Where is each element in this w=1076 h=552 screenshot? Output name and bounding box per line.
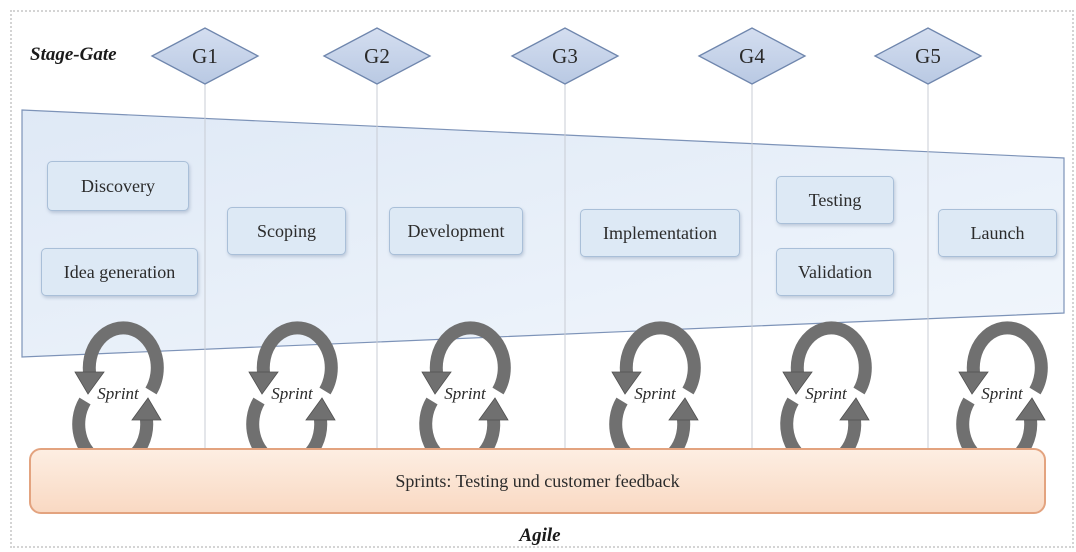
sprint-label-6: Sprint xyxy=(981,384,1023,403)
sprint-label-2: Sprint xyxy=(271,384,313,403)
sprint-label-4: Sprint xyxy=(634,384,676,403)
agile-bar-label: Sprints: Testing und customer feedback xyxy=(395,470,680,491)
agile-title: Agile xyxy=(519,525,561,546)
stage-box-scoping: Scoping xyxy=(227,207,346,255)
dotted-frame xyxy=(10,10,1074,548)
stage-gate-funnel xyxy=(21,109,1065,358)
sprint-label-3: Sprint xyxy=(444,384,486,403)
agile-sprints-bar: Sprints: Testing und customer feedback xyxy=(29,448,1046,514)
stage-box-discovery: Discovery xyxy=(47,161,189,211)
stage-box-testing: Testing xyxy=(776,176,894,224)
sprint-label-1: Sprint xyxy=(97,384,139,403)
stage-box-implementation: Implementation xyxy=(580,209,740,257)
stage-box-launch: Launch xyxy=(938,209,1057,257)
stage-box-validation: Validation xyxy=(776,248,894,296)
stage-box-development: Development xyxy=(389,207,523,255)
gate-diamond-2 xyxy=(322,27,432,85)
gate-label-4: G4 xyxy=(739,44,765,68)
gate-label-5: G5 xyxy=(915,44,941,68)
gate-diamond-3 xyxy=(510,27,620,85)
gate-label-1: G1 xyxy=(192,44,218,68)
gate-diamond-5 xyxy=(873,27,983,85)
gate-diamond-4 xyxy=(697,27,807,85)
stage-box-idea-generation: Idea generation xyxy=(41,248,198,296)
stage-gate-title: Stage-Gate xyxy=(30,44,117,65)
gate-diamond-1 xyxy=(150,27,260,85)
sprint-label-5: Sprint xyxy=(805,384,847,403)
gate-label-3: G3 xyxy=(552,44,578,68)
sprint-cycle-icon-2 xyxy=(246,321,338,471)
gate-label-2: G2 xyxy=(364,44,390,68)
